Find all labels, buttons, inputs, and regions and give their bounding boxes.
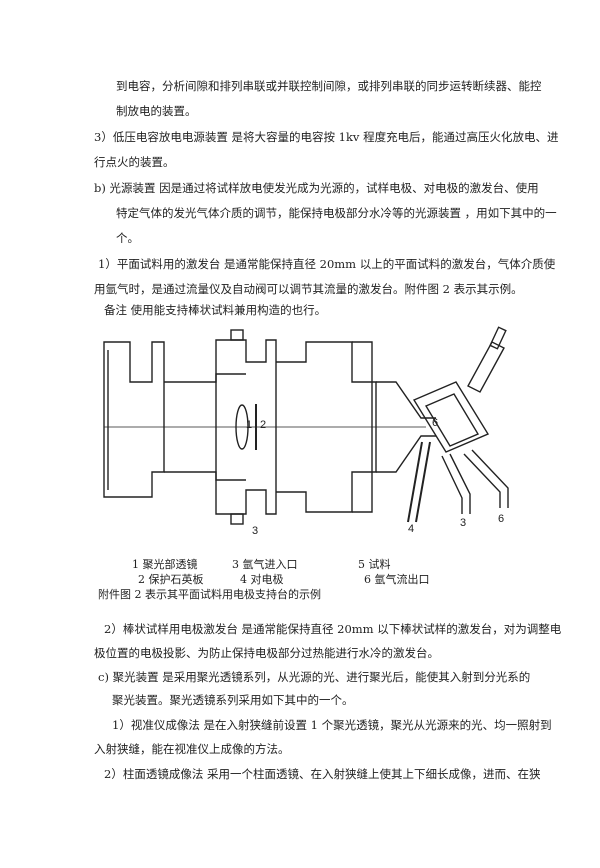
legend-item-1: 1 聚光部透镜 bbox=[132, 558, 198, 571]
sample-stand-inner bbox=[424, 393, 480, 447]
cone-top bbox=[376, 381, 436, 419]
paragraph-3-line-2: 特定气体的发光气体介质的调节，能保持电极部分水冷等的光源装置 ，用如下其中的一 bbox=[116, 206, 557, 220]
lens-holder bbox=[215, 339, 277, 515]
paragraph-6-line-2: 极位置的电极投影、为防止保持电极部分过热能进行水冷的激发台。 bbox=[94, 646, 439, 660]
paragraph-5-line-1: 备注 使用能支持棒状试料兼用构造的也行。 bbox=[104, 303, 327, 317]
paragraph-4-line-1: 1）平面试料用的激发台 是通常能保持直径 20mm 以上的平面试料的激发台，气体… bbox=[98, 257, 556, 271]
left-flange bbox=[103, 341, 165, 498]
argon-inlet-2 bbox=[449, 453, 471, 514]
bolt-bottom bbox=[230, 513, 244, 525]
paragraph-1-line-2: 制放电的装置。 bbox=[116, 104, 197, 118]
paragraph-3-line-3: 个。 bbox=[116, 231, 139, 245]
paragraph-8-line-1: 1）视准仪成像法 是在入射狭缝前设置 1 个聚光透镜，聚光从光源来的光、均一照射… bbox=[112, 718, 552, 732]
figure-caption: 附件图 2 表示其平面试料用电极支持台的示例 bbox=[98, 588, 321, 601]
label-6-top: 6 bbox=[432, 417, 438, 429]
clamp-screw bbox=[467, 341, 505, 393]
paragraph-1-line-1: 到电容，分析间隙和排列串联或并联控制间隙，或排列串联的同步运转断续器、能控 bbox=[116, 79, 542, 93]
label-1: 1 bbox=[246, 419, 252, 431]
middle-flange bbox=[276, 341, 377, 513]
electrode-stand-figure: 1 2 3 4 3 6 6 bbox=[103, 326, 509, 537]
paragraph-7-line-1: c) 聚光装置 是采用聚光透镜系列，从光源的光、进行聚光后，能使其入射到分光系的 bbox=[98, 670, 531, 684]
counter-electrode-2 bbox=[415, 441, 431, 523]
sample-stand bbox=[412, 381, 490, 453]
paragraph-7-line-2: 聚光装置。聚光透镜系列采用如下其中的一个。 bbox=[112, 693, 354, 707]
argon-inlet bbox=[441, 455, 463, 514]
tube-bottom bbox=[164, 471, 246, 481]
tube-top bbox=[164, 373, 246, 383]
label-6-bottom: 6 bbox=[498, 513, 504, 525]
label-2: 2 bbox=[260, 419, 266, 431]
argon-outlet-2 bbox=[471, 449, 509, 508]
paragraph-6-line-1: 2）棒状试样用电极激发台 是通常能保持直径 20mm 以下棒状试样的激发台，对为… bbox=[104, 622, 562, 636]
paragraph-4-line-2: 用氩气时，是通过流量仪及自动阀可以调节其流量的激发台。附件图 2 表示其示例。 bbox=[94, 282, 523, 296]
label-4: 4 bbox=[408, 523, 414, 535]
legend-item-3: 3 氩气进入口 bbox=[232, 558, 298, 571]
paragraph-2-line-1: 3）低压电容放电电源装置 是将大容量的电容按 1kv 程度充电后，能通过高压火化… bbox=[94, 130, 559, 144]
paragraph-3-line-1: b) 光源装置 因是通过将试样放电使发光成为光源的，试样电极、对电极的激发台、使… bbox=[94, 181, 539, 195]
middle-flange-cap bbox=[352, 341, 373, 513]
legend-item-2: 2 保护石英板 bbox=[138, 573, 204, 586]
paragraph-2-line-2: 行点火的装置。 bbox=[94, 155, 175, 169]
clamp-knob bbox=[489, 326, 507, 350]
argon-outlet bbox=[463, 453, 501, 508]
legend-item-4: 4 对电极 bbox=[240, 573, 284, 586]
label-3-left: 3 bbox=[252, 525, 258, 537]
cone-bottom bbox=[376, 435, 436, 473]
label-3-right: 3 bbox=[460, 517, 466, 529]
bolt-top bbox=[230, 329, 244, 341]
paragraph-9-line-1: 2）柱面透镜成像法 采用一个柱面透镜、在入射狭缝上使其上下细长成像，进而、在狭 bbox=[104, 767, 541, 781]
legend-item-5: 5 试料 bbox=[358, 558, 391, 571]
counter-electrode bbox=[407, 441, 423, 523]
legend-item-6: 6 氩气流出口 bbox=[364, 573, 430, 586]
paragraph-8-line-2: 入射狭缝，能在视准仪上成像的方法。 bbox=[94, 742, 290, 756]
